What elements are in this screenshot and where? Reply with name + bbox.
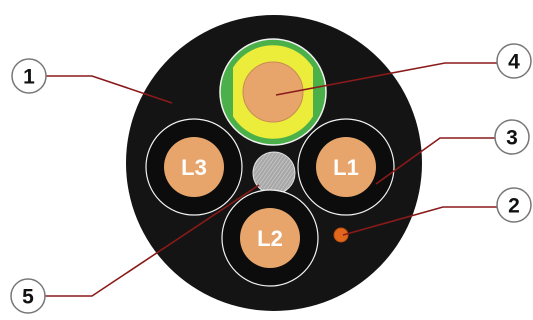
callout-5: 5 xyxy=(10,278,46,314)
earth-core xyxy=(219,38,327,146)
callout-3: 3 xyxy=(494,119,530,155)
earth-outer-border xyxy=(219,38,327,146)
core-l1-label: L1 xyxy=(333,155,359,180)
core-l2-conductor xyxy=(240,208,300,268)
callout-4: 4 xyxy=(496,43,532,79)
callout-1: 1 xyxy=(11,58,47,94)
callout-1-circle xyxy=(11,58,47,94)
callout-4-circle xyxy=(496,43,532,79)
leader-line-3 xyxy=(375,137,495,185)
callout-5-circle xyxy=(10,278,46,314)
callout-1-number: 1 xyxy=(23,66,35,89)
callout-4-number: 4 xyxy=(508,51,520,74)
leader-line-4 xyxy=(275,62,498,96)
earth-conductor xyxy=(242,61,304,123)
callout-5-number: 5 xyxy=(22,286,34,309)
core-l3: L3 xyxy=(145,118,243,216)
callout-2-number: 2 xyxy=(508,195,520,218)
core-l1: L1 xyxy=(297,118,395,216)
core-l2-label: L2 xyxy=(257,226,283,251)
filler-core xyxy=(252,151,296,195)
callout-2: 2 xyxy=(496,187,532,223)
ripcord xyxy=(333,227,349,243)
leader-line-5 xyxy=(45,184,260,297)
core-l3-label: L3 xyxy=(181,155,207,180)
leader-line-2 xyxy=(342,206,497,236)
core-l2: L2 xyxy=(221,189,319,287)
callout-2-circle xyxy=(496,187,532,223)
callout-3-circle xyxy=(494,119,530,155)
core-l3-conductor xyxy=(164,137,224,197)
leader-line-1 xyxy=(46,75,173,104)
core-l1-conductor xyxy=(316,137,376,197)
callout-3-number: 3 xyxy=(506,127,518,150)
leader-lines xyxy=(45,62,498,297)
